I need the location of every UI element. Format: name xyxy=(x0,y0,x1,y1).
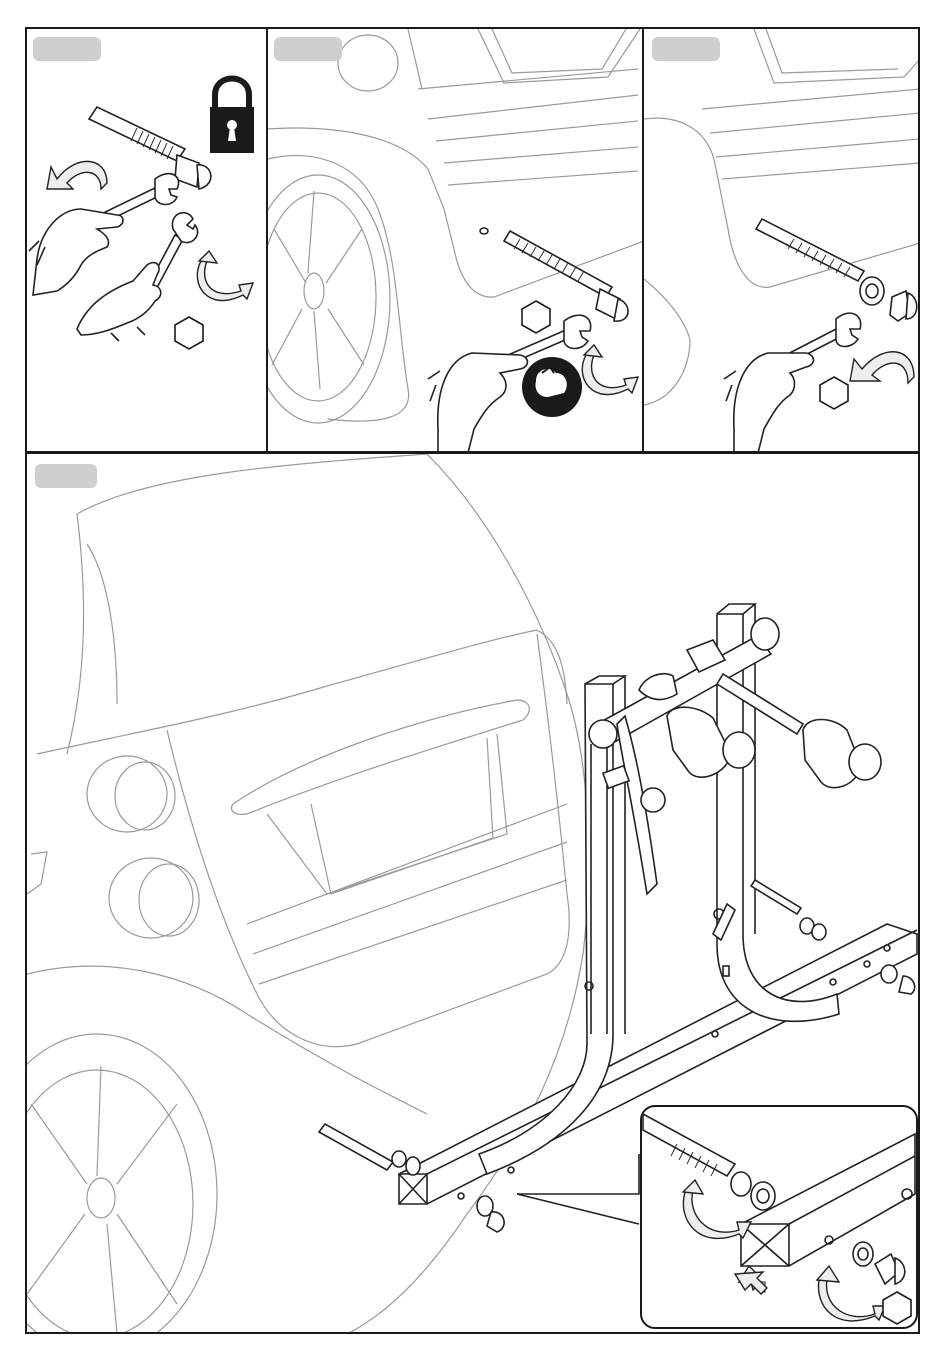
hex-nut-icon xyxy=(175,317,203,349)
step-1-panel xyxy=(25,27,268,453)
hand-illustration xyxy=(428,353,528,453)
wheel-illustration xyxy=(27,1034,217,1334)
callout-pointer xyxy=(517,1154,639,1194)
step-4-panel xyxy=(25,452,920,1334)
wheel-illustration xyxy=(268,175,390,423)
step-1-label xyxy=(33,37,101,61)
nut-illustration xyxy=(860,277,917,321)
bolt-illustration xyxy=(756,219,864,281)
hex-nut-icon xyxy=(820,377,848,409)
detail-inset xyxy=(641,1106,917,1328)
step-3-panel xyxy=(642,27,920,453)
hex-nut-icon xyxy=(522,301,550,333)
car-rear-illustration xyxy=(27,454,589,1334)
step-4-label xyxy=(35,464,97,488)
step-2-panel xyxy=(266,27,644,453)
padlock-icon xyxy=(210,79,254,154)
step-2-label xyxy=(274,37,342,61)
rotate-clockwise-arrow-icon xyxy=(582,345,638,395)
rotate-counterclockwise-arrow-icon xyxy=(47,161,107,189)
tighten-firmly-icon xyxy=(522,357,582,417)
bolt-illustration xyxy=(89,107,211,189)
rotate-clockwise-arrow-icon xyxy=(197,251,253,301)
rotate-counterclockwise-arrow-icon xyxy=(850,352,914,383)
callout-pointer-2 xyxy=(517,1194,639,1224)
hand-illustration xyxy=(29,209,161,341)
hand-illustration xyxy=(724,353,814,453)
hex-nut-icon xyxy=(883,1292,911,1324)
step-3-label xyxy=(652,37,720,61)
car-rear-illustration xyxy=(644,29,920,405)
